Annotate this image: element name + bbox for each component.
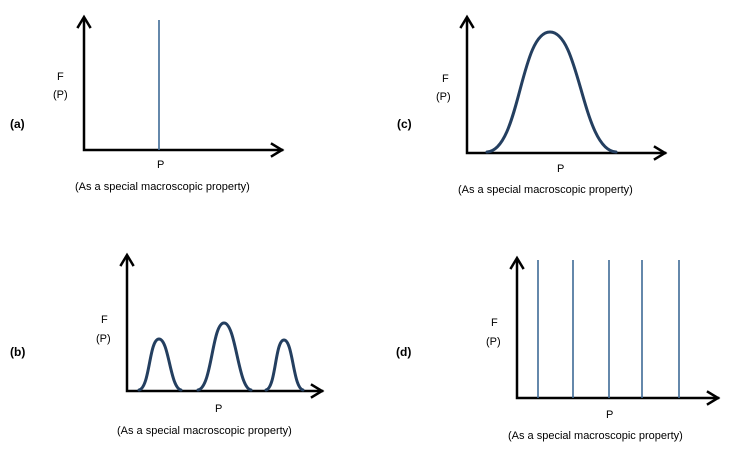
panel-a: (a) F (P) P (As a special macroscopic pr… <box>10 14 285 193</box>
panel-a-axes <box>82 18 284 152</box>
panel-d-caption: (As a special macroscopic property) <box>508 430 683 442</box>
panel-d-axes <box>515 259 720 400</box>
panel-c-x-label: P <box>557 163 564 175</box>
panel-a-caption: (As a special macroscopic property) <box>75 181 250 193</box>
panel-b-peak-1 <box>137 337 183 392</box>
panel-a-y-arrowhead <box>76 14 92 29</box>
panel-d-y-label-p: (P) <box>486 336 501 348</box>
panel-a-x-label: P <box>157 159 164 171</box>
panel-b-peak-3 <box>264 338 305 392</box>
panel-b-tag: (b) <box>10 345 25 359</box>
panel-a-tag: (a) <box>10 117 25 131</box>
panel-b: (b) F (P) P (As a special macroscopic pr… <box>10 252 325 437</box>
panel-b-x-arrowhead <box>310 383 325 399</box>
panel-c-tag: (c) <box>397 117 412 131</box>
panel-b-y-label-f: F <box>101 314 108 326</box>
panel-d: (d) F (P) P (As a special macroscopic pr… <box>396 255 721 442</box>
panel-d-tag: (d) <box>396 345 411 359</box>
panel-b-caption: (As a special macroscopic property) <box>117 425 292 437</box>
panel-b-peak-2 <box>196 321 253 392</box>
panel-d-x-arrowhead <box>706 390 721 406</box>
panel-c-y-arrowhead <box>459 14 475 29</box>
panel-c-caption: (As a special macroscopic property) <box>458 184 633 196</box>
panel-c-y-label-p: (P) <box>436 91 451 103</box>
panel-d-y-label-f: F <box>491 317 498 329</box>
panel-c-x-arrowhead <box>653 145 668 161</box>
panel-b-y-arrowhead <box>119 252 135 267</box>
panel-c-peak-curve <box>485 30 618 154</box>
panel-c-axes <box>465 18 667 155</box>
panel-a-y-label-p: (P) <box>53 89 68 101</box>
panel-a-y-label-f: F <box>57 71 64 83</box>
panel-b-x-label: P <box>215 403 222 415</box>
panel-c-y-label-f: F <box>442 73 449 85</box>
panel-b-y-label-p: (P) <box>96 333 111 345</box>
panel-b-axes <box>125 256 324 393</box>
panel-d-x-label: P <box>606 409 613 421</box>
panel-c: (c) F (P) P (As a special macroscopic pr… <box>397 14 668 196</box>
panel-a-x-arrowhead <box>270 142 285 158</box>
panel-d-y-arrowhead <box>509 255 525 270</box>
